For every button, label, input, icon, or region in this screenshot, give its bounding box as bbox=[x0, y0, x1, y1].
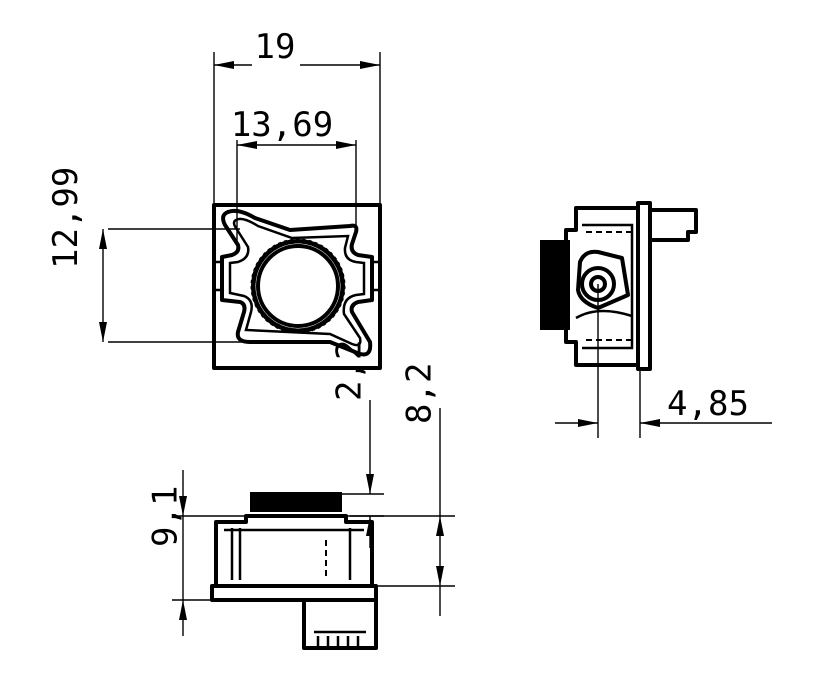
dim-front-inner-width: 13,69 bbox=[231, 105, 357, 245]
dim-bottom-small-height: 2,2 bbox=[329, 340, 384, 548]
side-screw-seat bbox=[576, 249, 630, 310]
dim-front-width: 19 bbox=[213, 27, 381, 205]
side-spring-arc bbox=[575, 309, 633, 320]
bottom-view bbox=[210, 492, 378, 650]
front-ring-teeth bbox=[250, 238, 346, 334]
dim-front-inner-width-label: 13,69 bbox=[231, 105, 333, 145]
side-body-inner bbox=[582, 223, 634, 350]
dim-front-height-label: 12,99 bbox=[46, 167, 86, 269]
side-view bbox=[540, 201, 698, 371]
dim-bottom-left-height-label: 9,1 bbox=[145, 486, 185, 547]
side-tab bbox=[648, 208, 698, 242]
dim-bottom-total-height-label: 8,2 bbox=[399, 363, 439, 424]
bottom-knurl-top bbox=[250, 492, 342, 512]
front-view bbox=[212, 203, 382, 370]
front-outer-frame bbox=[212, 203, 382, 370]
front-cage-spring-inner bbox=[228, 217, 366, 347]
bottom-base-plate bbox=[210, 584, 378, 602]
front-ring-inner-edge bbox=[256, 244, 340, 328]
bottom-lower-tab bbox=[302, 598, 378, 650]
dim-bottom-total-height: 8,2 bbox=[350, 363, 455, 616]
dim-bottom-left-height: 9,1 bbox=[145, 470, 246, 636]
dim-side-offset: 4,85 bbox=[555, 284, 772, 438]
side-flange bbox=[636, 201, 652, 371]
dim-front-width-label: 19 bbox=[255, 27, 296, 67]
dim-side-offset-label: 4,85 bbox=[667, 384, 749, 424]
bottom-lower-tab-slots bbox=[316, 636, 360, 646]
dim-front-height: 12,99 bbox=[46, 167, 246, 343]
dim-bottom-small-height-label: 2,2 bbox=[329, 340, 369, 401]
